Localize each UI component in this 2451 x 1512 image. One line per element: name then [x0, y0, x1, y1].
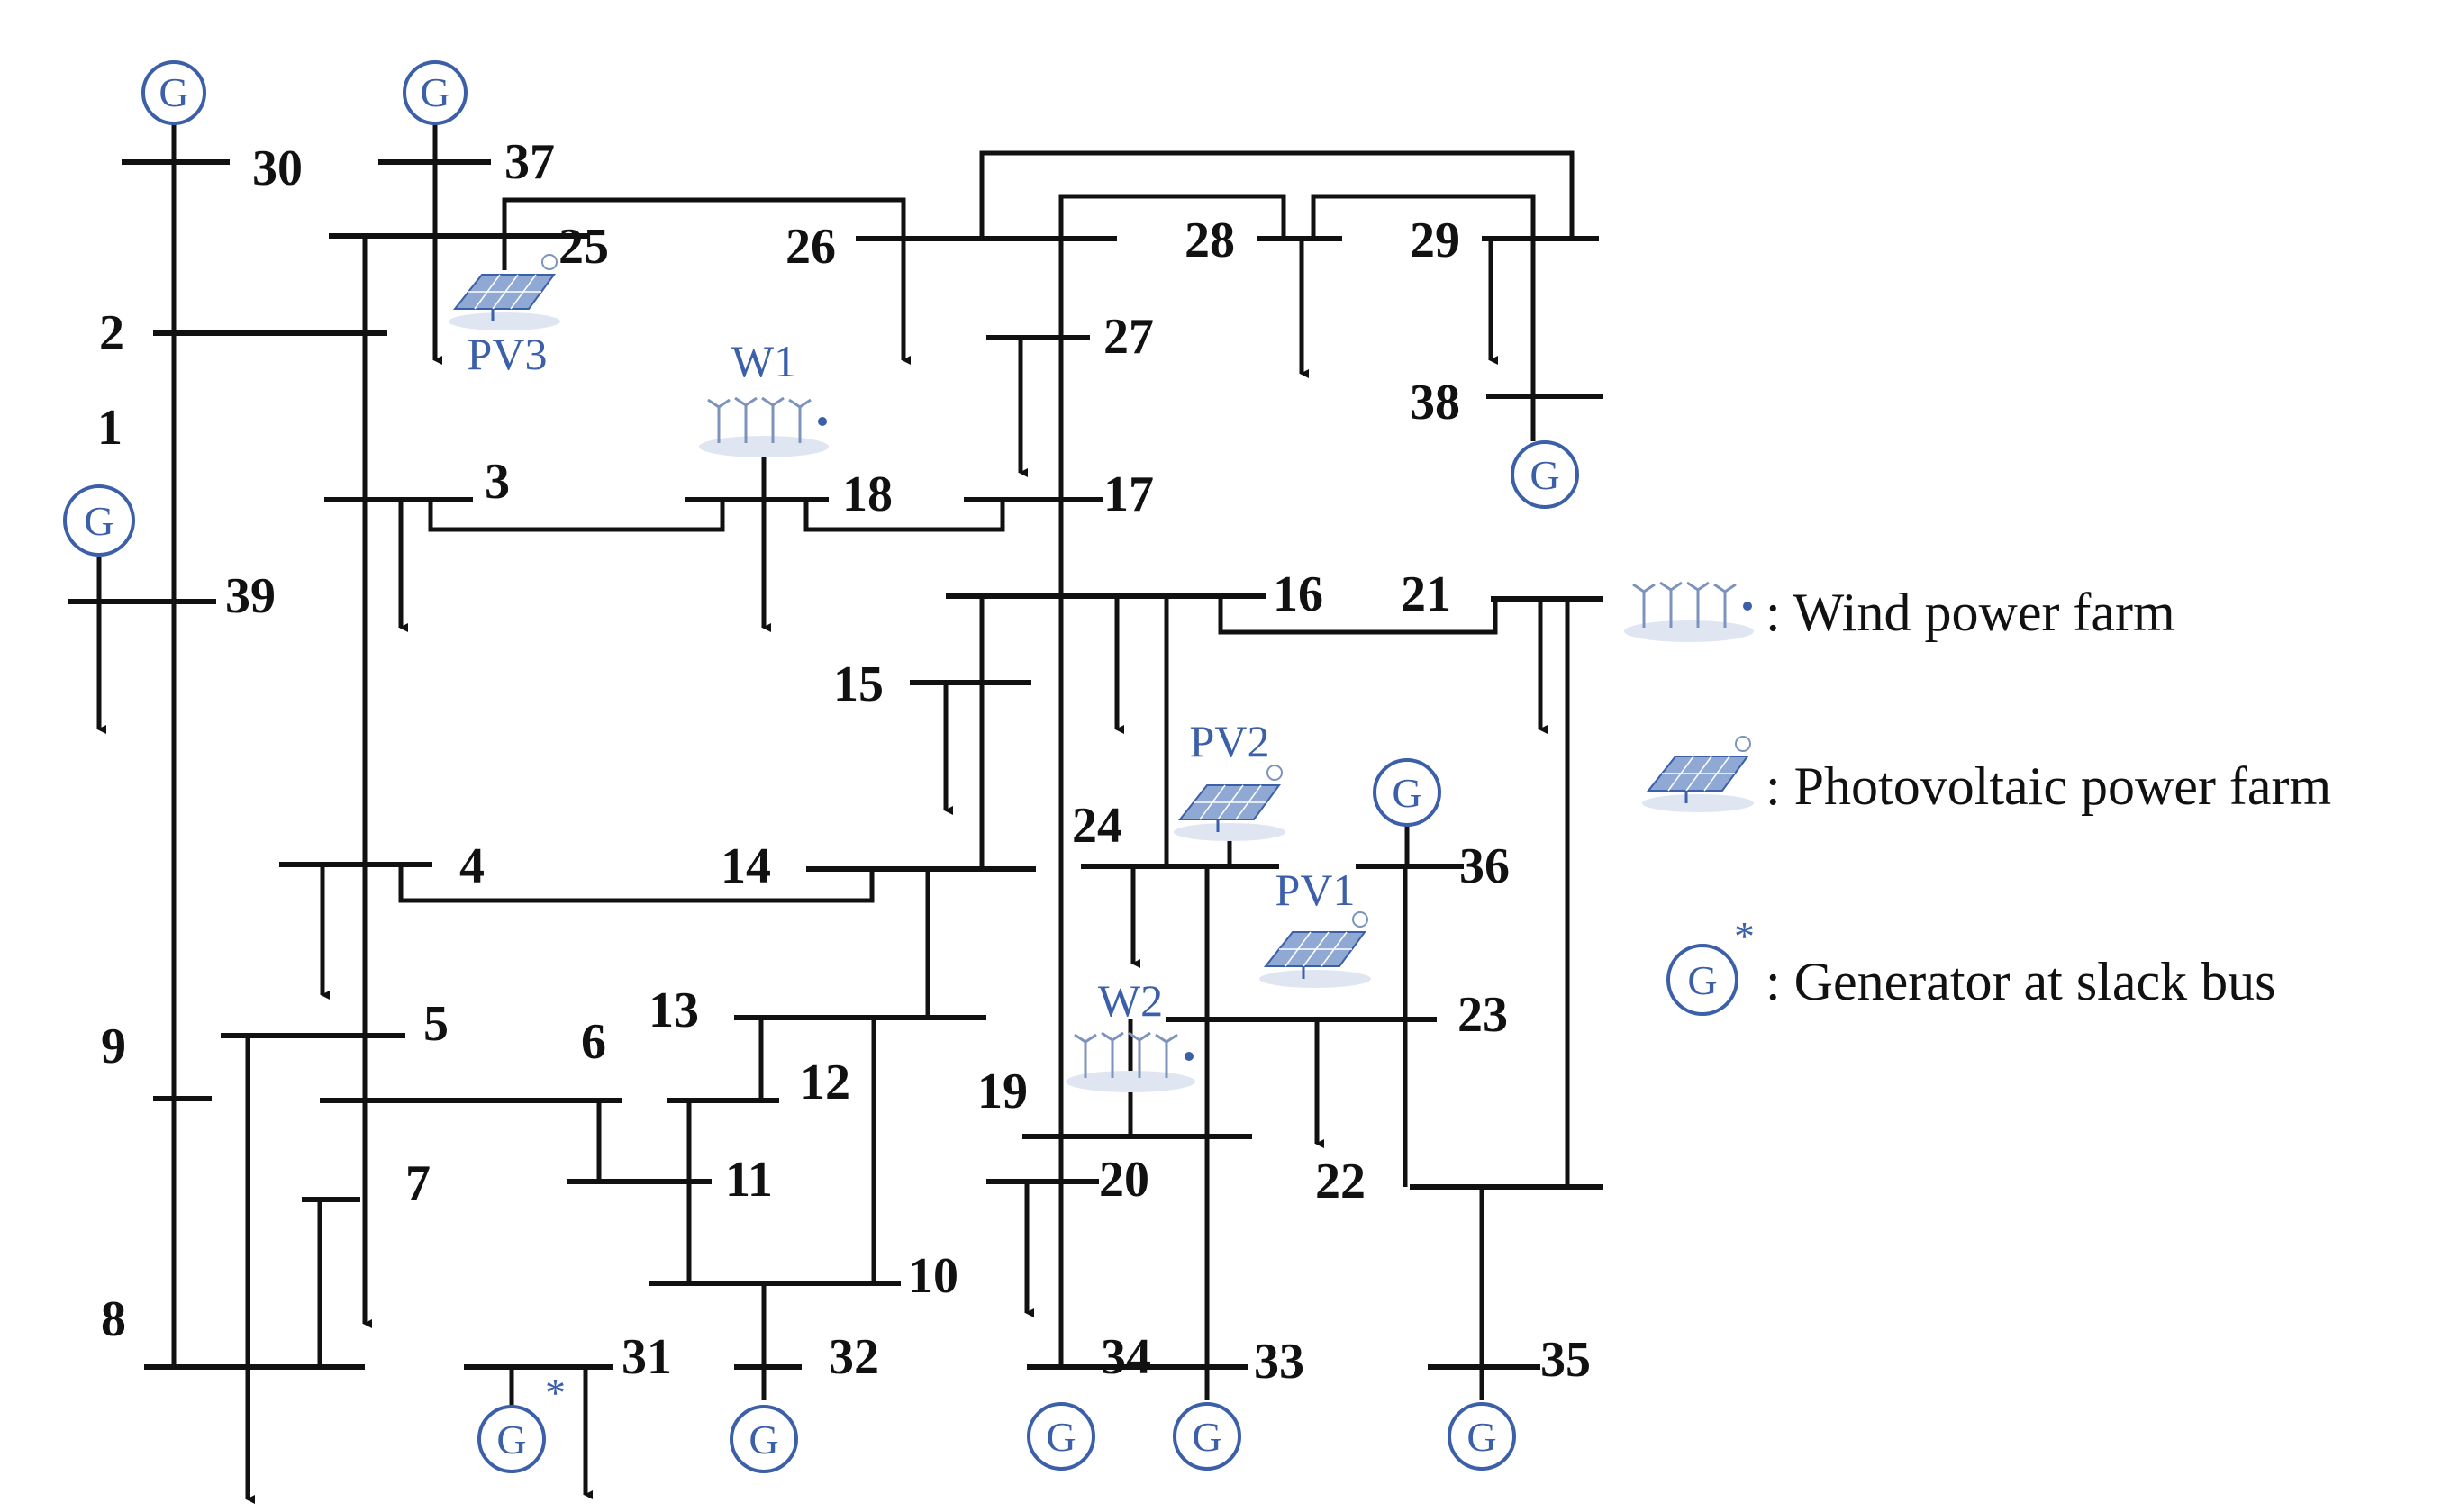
bus-label-8: 8 [101, 1291, 126, 1347]
w1-label: W1 [731, 336, 796, 386]
bus-label-19: 19 [977, 1064, 1028, 1119]
generator-icon: G [730, 1405, 798, 1473]
svg-text:G: G [749, 1417, 778, 1462]
bus-label-32: 32 [829, 1329, 879, 1385]
bus-label-31: 31 [622, 1329, 672, 1385]
generator-icon: G [477, 1405, 546, 1473]
bus-label-20: 20 [1099, 1152, 1149, 1208]
solar-panel-icon [1172, 764, 1287, 843]
generator-icon: G [1448, 1402, 1516, 1471]
slack-marker: * [545, 1370, 566, 1416]
bus-label-28: 28 [1185, 213, 1235, 268]
generator-icon: G [63, 484, 135, 557]
svg-text:G: G [84, 498, 113, 544]
generator-icon: G [1373, 758, 1441, 827]
bus-label-4: 4 [459, 838, 485, 894]
bus-label-22: 22 [1315, 1154, 1366, 1209]
generator-icon: G [1027, 1402, 1095, 1471]
pv1-label: PV1 [1275, 865, 1356, 915]
bus-label-5: 5 [423, 996, 449, 1052]
bus-label-3: 3 [485, 454, 510, 510]
loads [96, 162, 1548, 1504]
bus-label-11: 11 [725, 1152, 773, 1208]
svg-text:G: G [1046, 1414, 1076, 1460]
svg-text:G: G [1466, 1414, 1496, 1460]
pv2-label: PV2 [1190, 716, 1270, 766]
bus-label-34: 34 [1101, 1329, 1151, 1385]
svg-text:G: G [1192, 1414, 1221, 1460]
bus-label-6: 6 [581, 1014, 606, 1070]
w2-farm: W2 [1064, 975, 1197, 1094]
bus-label-17: 17 [1103, 466, 1154, 522]
w2-label: W2 [1098, 975, 1163, 1026]
bus-label-35: 35 [1540, 1332, 1591, 1388]
bus-label-12: 12 [800, 1055, 850, 1110]
bus-label-18: 18 [842, 466, 893, 522]
bus-label-33: 33 [1254, 1334, 1304, 1390]
bus-label-10: 10 [908, 1248, 958, 1304]
generator-icon: G [1173, 1402, 1241, 1471]
pv3-farm: PV3 [447, 253, 562, 379]
bus-label-14: 14 [721, 838, 771, 894]
bus-label-23: 23 [1457, 987, 1508, 1043]
w1-farm: W1 [697, 336, 831, 459]
pv1-farm: PV1 [1257, 865, 1373, 990]
svg-text:G: G [159, 69, 188, 115]
bus-label-7: 7 [405, 1155, 431, 1211]
bus-label-16: 16 [1273, 566, 1323, 622]
bus-label-1: 1 [97, 400, 123, 456]
pv2-farm: PV2 [1172, 716, 1287, 843]
bus-label-2: 2 [99, 305, 124, 361]
bus-label-25: 25 [558, 219, 609, 275]
legend-slack-label: : Generator at slack bus [1766, 952, 2275, 1011]
solar-panel-icon [1640, 735, 1756, 814]
bus-label-36: 36 [1459, 838, 1510, 894]
legend-pv-label: : Photovoltaic power farm [1766, 756, 2331, 816]
generator-icon: G [403, 60, 468, 125]
bus-bars [68, 159, 1603, 1370]
bus-label-38: 38 [1410, 375, 1460, 430]
bus-label-39: 39 [225, 568, 276, 624]
bus-label-21: 21 [1401, 566, 1451, 622]
generator-icon: G [1511, 440, 1579, 509]
bus-label-27: 27 [1103, 309, 1154, 365]
svg-text:G: G [420, 69, 449, 115]
svg-text:G: G [1392, 770, 1421, 816]
solar-panel-icon [1257, 910, 1373, 990]
generator-icon: G [141, 60, 206, 125]
bus-label-30: 30 [252, 140, 303, 196]
bus-label-37: 37 [504, 134, 555, 190]
legend: : Wind power farm : Photovoltaic power f… [1622, 581, 2331, 1016]
wind-turbines-icon [1622, 581, 1756, 644]
svg-text:G: G [496, 1417, 526, 1462]
wind-turbines-icon [697, 396, 831, 459]
bus-label-24: 24 [1072, 798, 1122, 854]
bus-numbers: 30 37 25 26 28 29 2 1 27 38 3 18 17 39 1… [97, 134, 1591, 1390]
bus-label-15: 15 [833, 656, 884, 712]
bus-label-26: 26 [785, 219, 836, 275]
bus-label-13: 13 [649, 982, 699, 1038]
svg-text:G: G [1530, 452, 1559, 498]
slack-marker: * [1734, 913, 1755, 959]
svg-text:G: G [1687, 957, 1717, 1003]
pv3-label: PV3 [468, 329, 548, 379]
generator-icon: G * [1666, 913, 1755, 1016]
bus-label-29: 29 [1410, 213, 1460, 268]
generators: G G G G G G * G G G G [63, 60, 1579, 1473]
legend-wind-label: : Wind power farm [1766, 583, 2175, 642]
bus-label-9: 9 [101, 1019, 126, 1074]
